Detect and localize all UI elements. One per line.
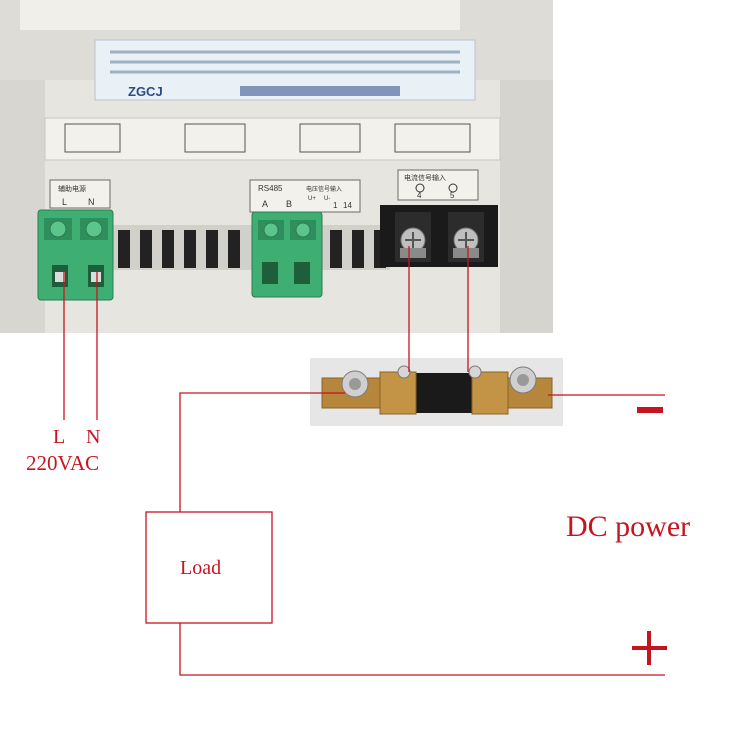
dc-power-label: DC power	[566, 510, 690, 543]
load-box	[145, 511, 273, 624]
ac-supply-label: 220VAC	[26, 451, 99, 475]
brand-logo: ZGCJ	[128, 84, 163, 99]
terminal-slot-row	[110, 225, 390, 270]
wiring-schematic-label	[44, 117, 501, 161]
wire-shunt-to-load	[179, 392, 345, 512]
rs485-terminal-a-label: A	[262, 199, 268, 209]
rs485-label: RS485	[258, 184, 283, 193]
aux-terminal-n-label: N	[88, 197, 95, 207]
aux-terminal-l-label: L	[62, 197, 67, 207]
terminal-header-labels: 辅助电源 L N RS485 电压信号输入 A B U+ U- 1 14 电流信…	[49, 169, 479, 213]
rs485-terminal-b-label: B	[286, 199, 292, 209]
voltage-terminal-u-plus-label: U+	[308, 196, 316, 202]
wiring-lines	[63, 246, 665, 676]
voltage-input-label: 电压信号输入	[306, 185, 342, 193]
current-input-barrier-terminal	[380, 205, 498, 267]
current-terminal-4-label: 4	[417, 191, 422, 200]
line-label: L	[53, 426, 65, 448]
load-label: Load	[180, 557, 221, 579]
wire-load-to-positive	[179, 623, 665, 676]
voltage-terminal-14-label: 14	[343, 201, 352, 210]
aux-power-terminal-block	[37, 209, 114, 301]
rs485-terminal-block	[251, 211, 323, 298]
device-label-sticker: ZGCJ	[94, 39, 476, 101]
current-terminal-5-label: 5	[450, 191, 455, 200]
voltage-terminal-1-label: 1	[333, 201, 338, 210]
positive-terminal-symbol	[632, 631, 667, 665]
voltage-terminal-u-minus-label: U-	[324, 196, 330, 202]
current-input-label: 电流信号输入	[404, 173, 446, 182]
neutral-label: N	[86, 426, 100, 448]
meter-device-photo: ZGCJ 辅助电源 L N RS485 电压信号输入 A B U+ U- 1	[0, 0, 553, 333]
aux-power-label: 辅助电源	[58, 184, 86, 193]
negative-terminal-symbol	[637, 407, 663, 413]
current-shunt-photo	[310, 358, 563, 426]
